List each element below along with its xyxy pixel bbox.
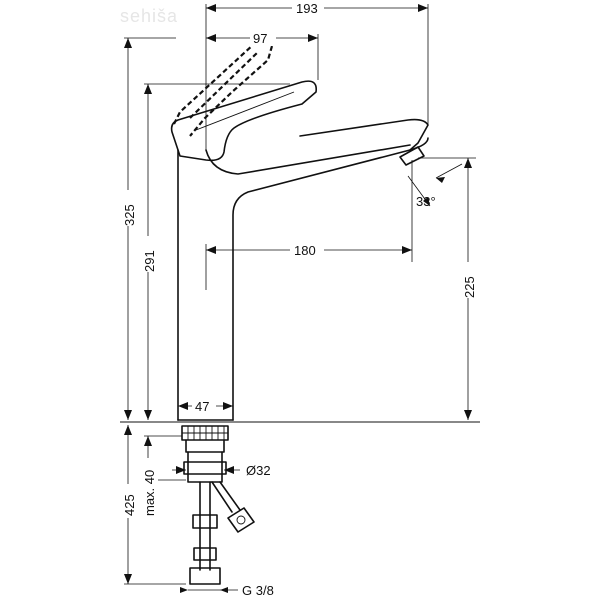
dim-thread-label: G 3/8 <box>242 583 274 598</box>
dim-97-label: 97 <box>253 31 267 46</box>
dim-angle-label: 33° <box>416 194 436 209</box>
handle-raised-dashed <box>173 38 274 137</box>
dim-47-label: 47 <box>195 399 209 414</box>
dimension-lines <box>124 4 476 591</box>
dim-225-label: 225 <box>462 276 477 298</box>
watermark-logo: sehiša <box>120 6 178 26</box>
dim-425-label: 425 <box>122 494 137 516</box>
mounting-hardware <box>120 421 480 585</box>
dim-291-label: 291 <box>142 250 157 272</box>
dim-325-label: 325 <box>122 204 137 226</box>
arrowheads <box>124 4 472 593</box>
dim-max40-label: max. 40 <box>142 470 157 516</box>
faucet-handle <box>170 80 318 162</box>
dim-180-label: 180 <box>294 243 316 258</box>
dim-diameter-label: Ø32 <box>246 463 271 478</box>
faucet-body <box>177 118 429 421</box>
dim-193-label: 193 <box>296 1 318 16</box>
